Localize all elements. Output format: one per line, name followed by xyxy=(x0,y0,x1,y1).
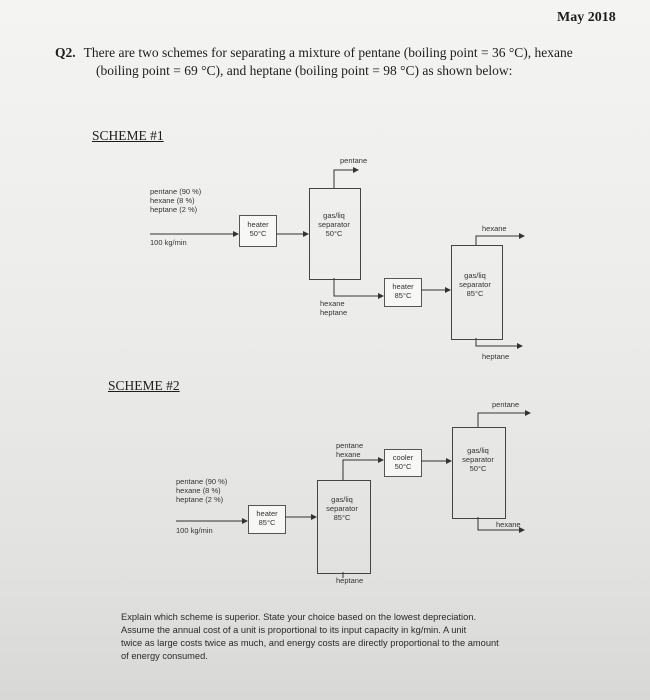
scheme1-separator2-label: gas/liq separator 85°C xyxy=(447,271,503,298)
question-text: Q2. There are two schemes for separating … xyxy=(55,43,625,63)
scheme2-feed-pentane: pentane (90 %) xyxy=(176,477,228,486)
scheme1-bottom1-heptane: heptane xyxy=(320,308,348,317)
scheme2-sep1-l1: gas/liq xyxy=(331,495,353,504)
scheme1-separator1-label: gas/liq separator 50°C xyxy=(306,211,362,238)
scheme2-cooler-label: cooler xyxy=(392,453,414,462)
scheme2-separator1-label: gas/liq separator 85°C xyxy=(314,495,370,522)
scheme2-cooler: cooler 50°C xyxy=(384,449,422,477)
scheme1-feed-heptane: heptane (2 %) xyxy=(150,205,198,214)
scheme1-bottom2: heptane xyxy=(482,352,510,361)
scheme1-sep1-l2: separator xyxy=(318,220,350,229)
scheme1-sep1-l3: 50°C xyxy=(325,229,343,238)
scheme2-sep1-l2: separator xyxy=(326,504,358,513)
scheme1-sep1-l1: gas/liq xyxy=(323,211,345,220)
explain-line-4: of energy consumed. xyxy=(121,651,208,661)
explain-line-1: Explain which scheme is superior. State … xyxy=(121,612,477,622)
scheme1-feed-pentane: pentane (90 %) xyxy=(150,187,202,196)
s1-sep2-top xyxy=(475,233,525,245)
s1-sep1-top xyxy=(333,167,359,188)
scheme1-heater1-label: heater xyxy=(247,220,269,229)
scheme2-heater1-label: heater xyxy=(256,509,278,518)
scheme1-bottom1-hexane: hexane xyxy=(320,299,345,308)
scheme2-bottom2: hexane xyxy=(496,520,521,529)
explain-paragraph: Explain which scheme is superior. State … xyxy=(121,611,591,663)
s2-sep2-top xyxy=(477,410,531,427)
scheme2-separator2 xyxy=(452,427,506,519)
scheme1-separator2 xyxy=(451,245,503,340)
scheme2-flow: 100 kg/min xyxy=(176,526,213,535)
scheme2-feed-heptane: heptane (2 %) xyxy=(176,495,224,504)
scheme2-sep2-l3: 50°C xyxy=(469,464,487,473)
scheme2-sep2-l2: separator xyxy=(462,455,494,464)
scheme1-top2: hexane xyxy=(482,224,507,233)
scheme2-top2: pentane xyxy=(492,400,520,409)
scheme1-sep2-l2: separator xyxy=(459,280,491,289)
scheme1-sep2-l1: gas/liq xyxy=(464,271,486,280)
question-line-2: (boiling point = 69 °C), and heptane (bo… xyxy=(96,63,513,78)
scheme1-heater1: heater 50°C xyxy=(239,215,277,247)
explain-line-3: twice as large costs twice as much, and … xyxy=(121,638,499,648)
scheme1-heater1-temp: 50°C xyxy=(249,229,267,238)
scheme2-sep2-l1: gas/liq xyxy=(467,446,489,455)
scheme2-cooler-temp: 50°C xyxy=(394,462,412,471)
scheme2-separator2-label: gas/liq separator 50°C xyxy=(450,446,506,473)
scheme2-heater1: heater 85°C xyxy=(248,505,286,534)
scheme1-bottom1: hexane heptane xyxy=(320,299,347,317)
s2-sep1-top xyxy=(342,457,384,480)
scheme2-top1: pentane hexane xyxy=(336,441,363,459)
scheme1-heater2: heater 85°C xyxy=(384,278,422,307)
scheme1-sep2-l3: 85°C xyxy=(466,289,484,298)
scheme2-bottom1: heptane xyxy=(336,576,364,585)
scheme2-separator1 xyxy=(317,480,371,574)
question-number: Q2. xyxy=(55,45,76,60)
exam-date: May 2018 xyxy=(557,10,616,25)
scheme2-sep1-l3: 85°C xyxy=(333,513,351,522)
scheme1-title: SCHEME #1 xyxy=(92,128,164,143)
question-line-1: There are two schemes for separating a m… xyxy=(83,45,573,60)
scheme1-heater2-label: heater xyxy=(392,282,414,291)
scheme1-heater2-temp: 85°C xyxy=(394,291,412,300)
explain-line-2: Assume the annual cost of a unit is prop… xyxy=(121,625,467,635)
scheme2-feed: pentane (90 %) hexane (8 %) heptane (2 %… xyxy=(176,477,227,504)
scheme2-top1-hexane: hexane xyxy=(336,450,361,459)
scheme2-heater1-temp: 85°C xyxy=(258,518,276,527)
scheme1-feed: pentane (90 %) hexane (8 %) heptane (2 %… xyxy=(150,187,201,214)
scheme1-separator1 xyxy=(309,188,361,280)
scheme2-top1-pentane: pentane xyxy=(336,441,364,450)
s1-sep2-bottom xyxy=(475,338,523,349)
scheme1-top1: pentane xyxy=(340,156,368,165)
s1-sep1-bottom xyxy=(333,278,384,299)
scheme2-title: SCHEME #2 xyxy=(108,378,180,393)
s2-sep2-bottom xyxy=(477,517,525,533)
scheme1-flow: 100 kg/min xyxy=(150,238,187,247)
scheme2-feed-hexane: hexane (8 %) xyxy=(176,486,221,495)
scheme1-feed-hexane: hexane (8 %) xyxy=(150,196,195,205)
